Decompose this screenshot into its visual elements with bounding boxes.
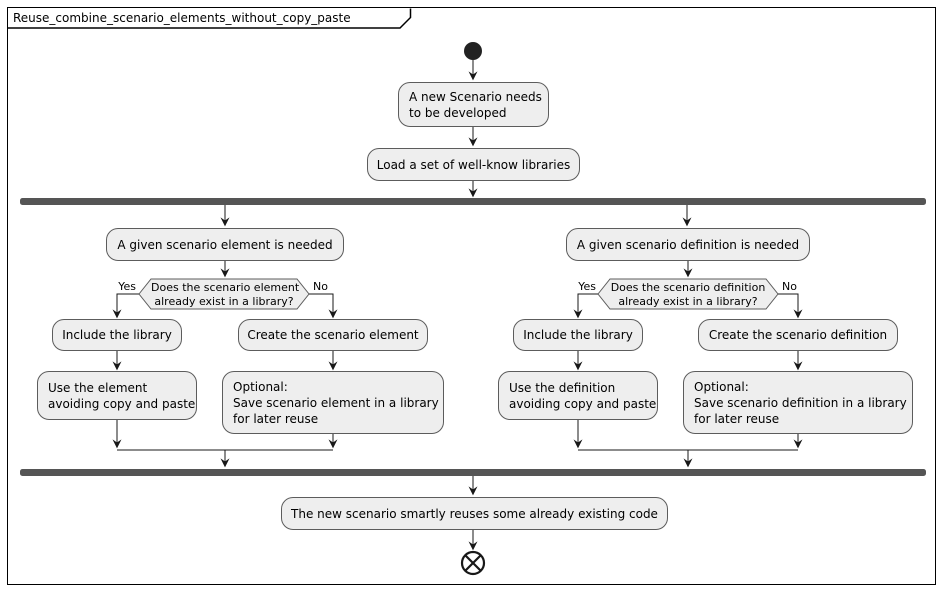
start-node-icon (464, 42, 482, 60)
activity-left-use-element: Use the element avoiding copy and paste (37, 371, 197, 420)
activity-final-reuse: The new scenario smartly reuses some alr… (281, 497, 668, 530)
edge-right-yes (573, 293, 598, 319)
left-decision-label: Does the scenario element already exist … (151, 281, 300, 308)
right-no-guard: No (782, 280, 797, 293)
edge-right-no (778, 293, 803, 319)
activity-right-include-library: Include the library (513, 319, 643, 351)
right-yes-guard: Yes (578, 280, 596, 293)
left-no-guard: No (313, 280, 328, 293)
frame-title-tab (8, 8, 412, 29)
activity-left-element-needed: A given scenario element is needed (106, 228, 344, 261)
activity-new-scenario: A new Scenario needs to be developed (398, 82, 549, 127)
frame-title: Reuse_combine_scenario_elements_without_… (13, 11, 351, 25)
right-decision-label: Does the scenario definition already exi… (610, 281, 766, 308)
diagram-frame (7, 7, 936, 585)
activity-left-create-element: Create the scenario element (238, 319, 428, 351)
activity-right-use-definition: Use the definition avoiding copy and pas… (498, 371, 658, 420)
edge-left-yes (112, 293, 139, 319)
activity-left-optional-save: Optional: Save scenario element in a lib… (222, 371, 444, 434)
activity-right-create-definition: Create the scenario definition (698, 319, 898, 351)
activity-left-include-library: Include the library (52, 319, 182, 351)
left-yes-guard: Yes (118, 280, 136, 293)
fork-bar-icon (20, 198, 926, 205)
edge-left-no (309, 293, 338, 319)
activity-right-definition-needed: A given scenario definition is needed (566, 228, 810, 261)
activity-right-optional-save: Optional: Save scenario definition in a … (683, 371, 913, 434)
end-node-icon (460, 550, 486, 576)
join-bar-icon (20, 469, 926, 476)
activity-load-libraries: Load a set of well-know libraries (367, 148, 580, 181)
